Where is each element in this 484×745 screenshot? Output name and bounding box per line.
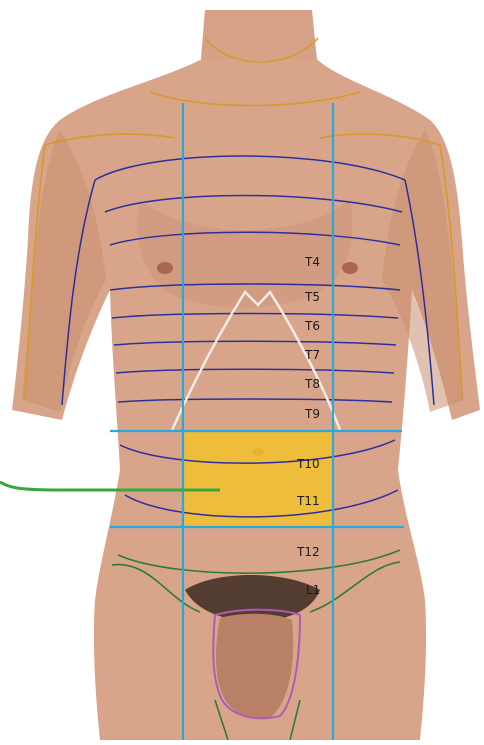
label-t7: T7: [304, 348, 320, 362]
genital-region: [216, 614, 293, 719]
label-t11: T11: [296, 494, 320, 508]
label-t5: T5: [304, 290, 320, 304]
label-t10: T10: [296, 457, 320, 471]
torso-figure: [12, 10, 480, 740]
label-t6: T6: [304, 319, 320, 333]
right-nipple: [342, 262, 358, 274]
label-l1: L1: [306, 583, 320, 597]
label-t4: T4: [304, 255, 320, 269]
label-t12: T12: [296, 545, 320, 559]
label-t8: T8: [304, 377, 320, 391]
left-nipple: [157, 262, 173, 274]
label-t9: T9: [304, 407, 320, 421]
